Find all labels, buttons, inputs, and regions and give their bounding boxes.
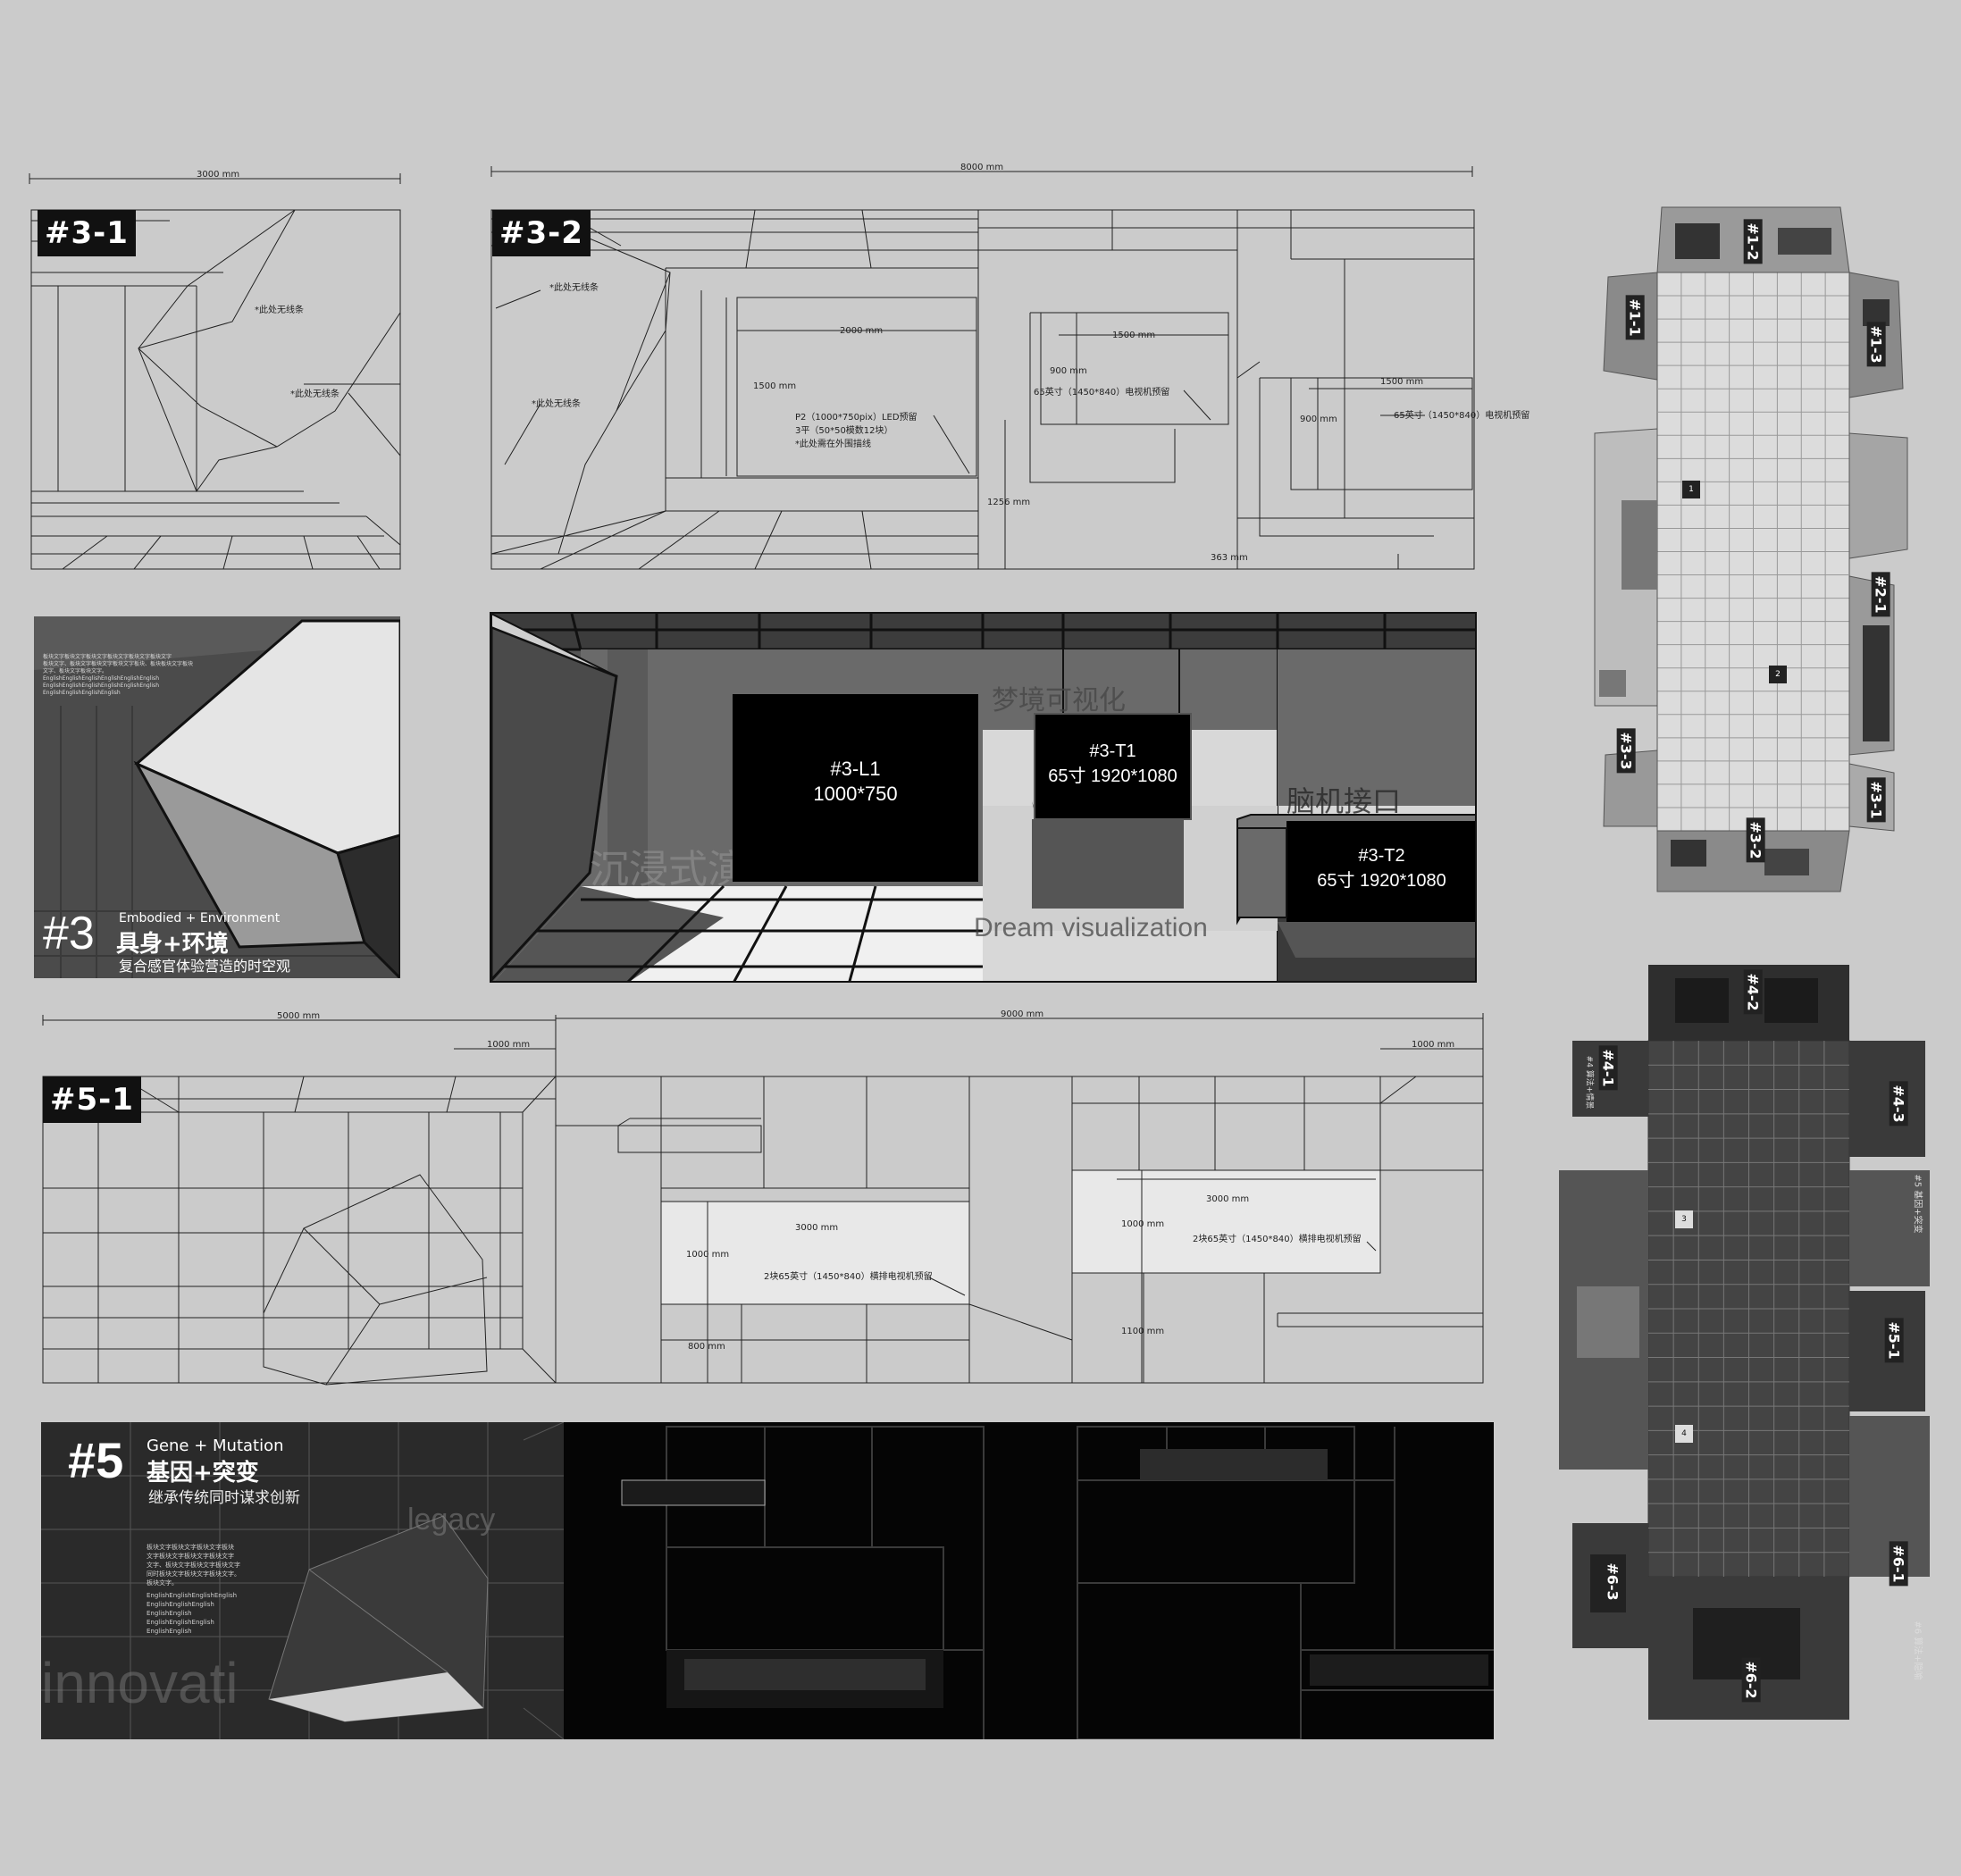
note-no-line-a: *此处无线条 [255, 304, 304, 315]
render-5-gene: #5 Gene + Mutation 基因+突变 继承传统同时谋求创新 lega… [41, 1422, 1494, 1739]
tv2-note: 65英寸（1450*840）电视机预留 [1394, 409, 1529, 421]
screen-note-1: P2（1000*750pix）LED预留 [795, 411, 918, 423]
dim-5a-width: 3000 mm [795, 1223, 838, 1233]
panel-3-1-wireframe: 3000 mm *此处无线条 *此处无线条 #3-1 [27, 170, 406, 581]
dim-5a-height: 1000 mm [686, 1250, 729, 1260]
dim-5-left-sub: 1000 mm [487, 1040, 530, 1050]
net2-label-5-1: #5-1 [1884, 1318, 1904, 1363]
render-5-english: Gene + Mutation [147, 1436, 284, 1455]
net2-marker-3: 3 [1675, 1210, 1693, 1228]
dim-5a-floor: 800 mm [688, 1342, 725, 1352]
note-no-line-d: *此处无线条 [532, 398, 581, 409]
render-5-body-text: 板块文字板块文字板块文字板块 文字板块文字板块文字板块文字 文字、板块文字板块文… [147, 1544, 240, 1635]
net1-label-2-1: #2-1 [1871, 572, 1890, 617]
unfold-net-2: #4-2 #4-1 #4-3 #5-1 #6-3 #6-1 #6-2 3 4 #… [1559, 965, 1930, 1720]
render-3-body-text: 板块文字板块文字板块文字板块文字板块文字板块文字 板块文字、板块文字板块文字板块… [43, 654, 194, 696]
net2-side-text-6: #6 算法+隐喻 [1912, 1621, 1923, 1680]
render-5-subtitle: 继承传统同时谋求创新 [148, 1489, 300, 1507]
screen-l1-label: #3-L1 1000*750 [813, 758, 898, 805]
wireframe-3-1: 3000 mm *此处无线条 *此处无线条 [29, 170, 401, 570]
dim-tv2-width: 1500 mm [1380, 377, 1423, 387]
dim-floor-height: 1256 mm [987, 498, 1030, 507]
net1-label-3-2: #3-2 [1746, 817, 1765, 863]
render-5-title: 基因+突变 [147, 1460, 259, 1487]
render-3-2-shapes [491, 614, 1475, 981]
dim-screen-height: 1500 mm [753, 381, 796, 391]
tv1-note: 65英寸（1450*840）电视机预留 [1034, 386, 1169, 398]
panel-3-2-wireframe: 8000 mm *此处无线条 *此处无线条 2000 mm 1500 mm P2… [487, 161, 1537, 581]
screen-note-2: 3平（50*50模数12块） [795, 424, 893, 436]
net2-label-4-3: #4-3 [1889, 1081, 1908, 1126]
note-5a: 2块65英寸（1450*840）横排电视机预留 [764, 1270, 933, 1282]
dim-5-left: 5000 mm [277, 1011, 320, 1021]
net2-label-4-1: #4-1 [1598, 1045, 1618, 1091]
dim-screen-width: 2000 mm [840, 326, 883, 336]
render-3-shapes [34, 616, 400, 978]
render-3-number: #3 [43, 908, 95, 959]
ghost-innovation: innovation [41, 1651, 238, 1715]
dim-5-main: 9000 mm [1001, 1009, 1043, 1019]
net1-label-1-2: #1-2 [1743, 219, 1763, 264]
screen-t2-label: #3-T2 65寸 1920*1080 [1317, 846, 1446, 891]
svg-text:3000 mm: 3000 mm [197, 170, 239, 180]
note-5b: 2块65英寸（1450*840）横排电视机预留 [1193, 1233, 1362, 1244]
net2-label-6-2: #6-2 [1741, 1657, 1761, 1703]
ghost-legacy: legacy [407, 1503, 496, 1537]
net1-label-3-3: #3-3 [1616, 728, 1636, 774]
dim-5b-height: 1000 mm [1121, 1219, 1164, 1229]
net2-label-6-3: #6-3 [1603, 1559, 1622, 1604]
note-no-line-c: *此处无线条 [549, 281, 599, 293]
render-5-number: #5 [68, 1432, 124, 1488]
net1-marker-2: 2 [1769, 666, 1787, 683]
net1-label-1-3: #1-3 [1866, 322, 1886, 367]
note-no-line-b: *此处无线条 [290, 388, 339, 399]
net2-side-text-4: #4 算法+情景 [1584, 1055, 1594, 1110]
wireframe-5-1: 5000 mm 1000 mm 9000 mm 1000 mm 3000 mm … [42, 1009, 1484, 1386]
screen-t1-label: #3-T1 65寸 1920*1080 [1048, 741, 1177, 786]
unfold-net-1-shapes [1594, 206, 1908, 892]
net2-marker-4: 4 [1675, 1425, 1693, 1443]
tag-5-1: #5-1 [43, 1076, 141, 1123]
dim-5-right-sub: 1000 mm [1412, 1040, 1454, 1050]
net1-marker-1: 1 [1682, 481, 1700, 498]
tag-3-1: #3-1 [38, 210, 136, 256]
dim-5b-width: 3000 mm [1206, 1194, 1249, 1204]
screen-note-3: *此处需在外围描线 [795, 438, 871, 449]
net2-label-4-2: #4-2 [1743, 969, 1763, 1015]
render-3-embodied: 板块文字板块文字板块文字板块文字板块文字板块文字 板块文字、板块文字板块文字板块… [34, 616, 400, 978]
ghost-bci: 脑机接口 [1286, 785, 1402, 817]
tag-3-2: #3-2 [492, 210, 591, 256]
svg-text:8000 mm: 8000 mm [960, 163, 1003, 172]
dim-tv2-height: 900 mm [1300, 415, 1337, 424]
net2-label-6-1: #6-1 [1889, 1541, 1908, 1587]
net2-side-text-5: #5 基因+突变 [1912, 1174, 1923, 1234]
dim-tv1-height: 900 mm [1050, 366, 1087, 376]
wireframe-3-2: 8000 mm *此处无线条 *此处无线条 2000 mm 1500 mm P2… [490, 163, 1529, 570]
render-3-subtitle: 复合感官体验营造的时空观 [119, 958, 291, 975]
ghost-dream-cn: 梦境可视化 [992, 686, 1126, 716]
panel-5-1-wireframe: 5000 mm 1000 mm 9000 mm 1000 mm 3000 mm … [36, 1009, 1492, 1389]
dim-tv1-width: 1500 mm [1112, 331, 1155, 340]
net1-label-3-1: #3-1 [1866, 777, 1886, 823]
render-3-2-screens: #3-L1 1000*750 #3-T1 65寸 1920*1080 #3-T2… [490, 612, 1477, 983]
dim-bottom-gap: 363 mm [1211, 553, 1248, 563]
net1-label-1-1: #1-1 [1625, 295, 1645, 340]
ghost-dream-en: Dream visualization [974, 913, 1208, 942]
render-3-title: 具身+环境 [116, 931, 229, 958]
render-3-english: Embodied + Environment [119, 911, 281, 925]
ghost-immersive: 沉浸式演出 [590, 848, 733, 892]
dim-5b-floor: 1100 mm [1121, 1327, 1164, 1336]
unfold-net-1: #1-2 #1-1 #1-3 #2-1 #3-3 #3-2 #3-1 1 2 [1586, 205, 1912, 893]
render-5-shapes [41, 1422, 1494, 1739]
